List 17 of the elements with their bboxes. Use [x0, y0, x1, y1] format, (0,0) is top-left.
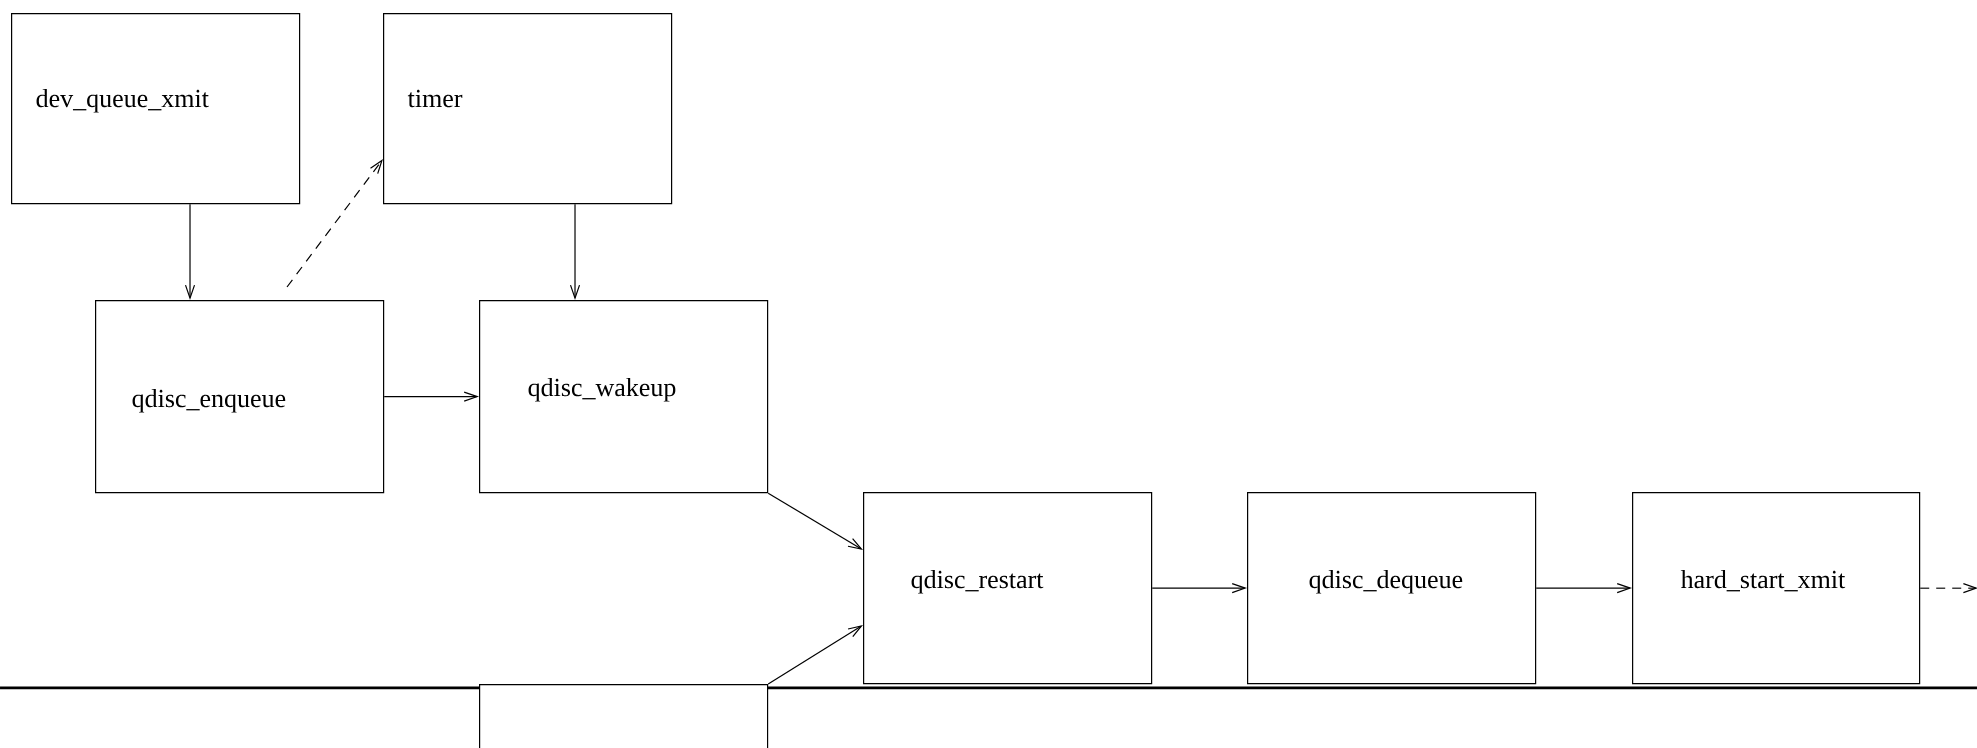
arrow [1151, 583, 1247, 594]
arrow [383, 391, 479, 402]
arrow [1535, 583, 1633, 594]
arrow [1919, 583, 1977, 594]
arrow [767, 625, 863, 685]
process-box: qdisc_restart [863, 492, 1153, 685]
partial-box [479, 684, 769, 748]
process-box: dev_queue_xmit [11, 13, 301, 205]
process-box: hard_start_xmit [1632, 492, 1921, 685]
process-box: qdisc_enqueue [95, 300, 385, 494]
process-box: qdisc_dequeue [1247, 492, 1537, 685]
arrow [184, 203, 196, 300]
arrow [767, 492, 863, 550]
process-box: timer [383, 13, 673, 205]
process-box: qdisc_wakeup [479, 300, 769, 494]
arrow [286, 159, 383, 288]
arrow [569, 203, 581, 300]
